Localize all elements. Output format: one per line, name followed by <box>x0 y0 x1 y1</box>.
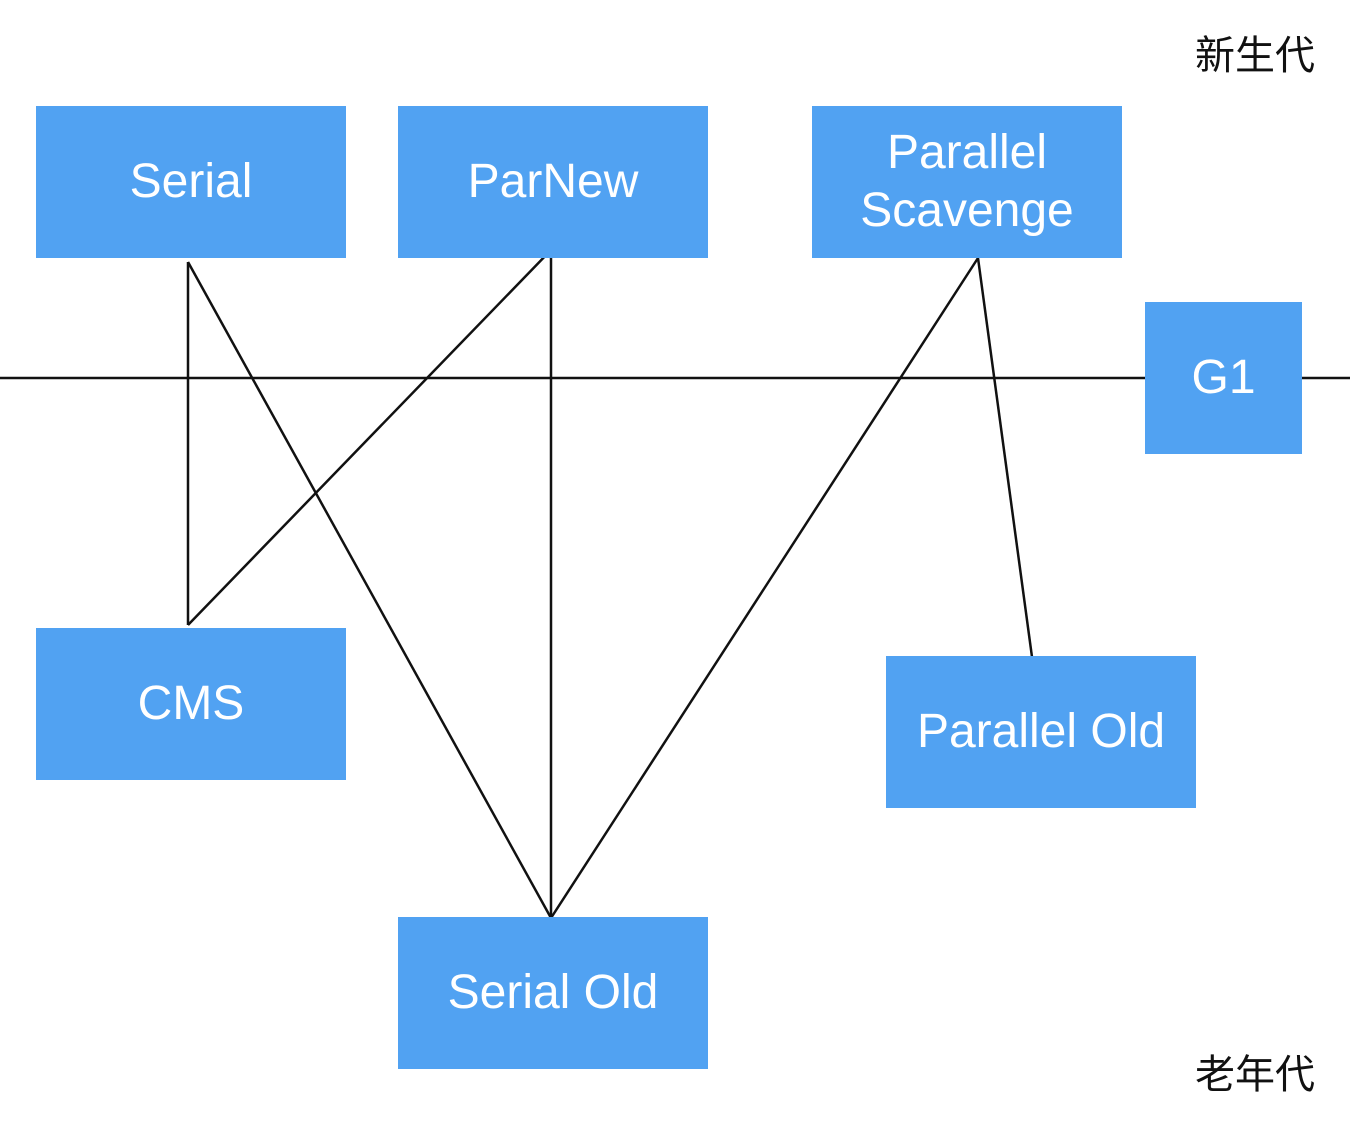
parallel-scavenge-node: Parallel Scavenge <box>812 106 1122 258</box>
g1-node-label: G1 <box>1191 351 1256 404</box>
serial-old-node: Serial Old <box>398 917 708 1069</box>
edge-serial-serial-old <box>186 261 553 919</box>
serial-old-node-label: Serial Old <box>447 966 659 1019</box>
parallel-scavenge-node-label: Parallel Scavenge <box>860 126 1074 237</box>
cms-node: CMS <box>36 628 346 780</box>
young-generation-label: 新生代 <box>1195 33 1315 79</box>
parallel-old-node-label: Parallel Old <box>916 705 1166 758</box>
parnew-node-label: ParNew <box>467 155 639 208</box>
parallel-old-node: Parallel Old <box>886 656 1196 808</box>
old-generation-label: 老年代 <box>1195 1052 1315 1098</box>
g1-node: G1 <box>1145 302 1302 454</box>
parnew-node: ParNew <box>398 106 708 258</box>
edge-parallel-scavenge-parallel-old <box>976 257 1034 658</box>
cms-node-label: CMS <box>137 677 245 730</box>
serial-node-label: Serial <box>129 155 253 208</box>
serial-node: Serial <box>36 106 346 258</box>
edge-parnew-cms <box>187 249 552 626</box>
edge-parallel-scavenge-serial-old <box>549 257 980 919</box>
